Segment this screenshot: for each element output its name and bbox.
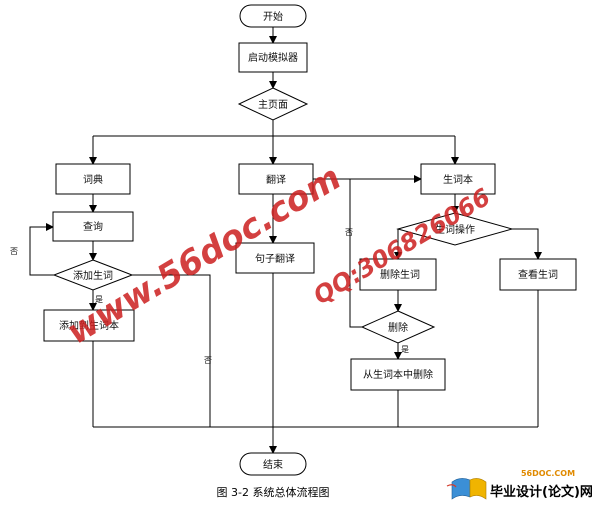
figure-caption: 图 3-2 系统总体流程图 [217,485,330,499]
brand-main-text: 毕业设计(论文)网 [490,484,592,500]
edge-wbop-viewword [512,228,542,260]
label-dict: 词典 [83,173,103,186]
node-query [52,211,134,242]
edge-label-yes-delete: 是 [401,345,409,354]
node-start [239,4,307,28]
node-dict [55,163,131,195]
node-wb-op [396,212,514,246]
node-launch [238,42,308,73]
label-home: 主页面 [258,99,288,111]
label-add-to-wb: 添加到生词本 [59,319,119,332]
node-delete [360,310,436,344]
node-add-to-wb [43,309,135,342]
label-translate: 翻译 [266,174,286,186]
node-del-word [359,258,437,291]
node-view-word [499,258,577,291]
label-add-word: 添加生词 [73,269,113,282]
nodes [43,4,577,476]
node-end [239,452,307,476]
node-labels: 开始 启动模拟器 主页面 词典 翻译 生词本 查询 句子翻译 生词操作 添加生词… [59,10,558,471]
edge-label-no-delete-loop: 否 [345,228,353,237]
watermark-qq: QQ:306826066 [309,183,495,310]
node-home [237,87,309,121]
label-query: 查询 [83,220,103,233]
label-end: 结束 [263,458,283,471]
label-start: 开始 [263,10,283,23]
brand-small-text: 56DOC.COM [521,469,575,478]
label-remove-from-wb: 从生词本中删除 [363,368,433,381]
connectors [29,27,542,454]
label-view-word: 查看生词 [518,268,558,281]
node-wordbook [420,163,496,195]
label-wb-op: 生词操作 [435,223,475,236]
edge-addword-no-loop [29,223,54,276]
node-translate [238,163,314,195]
label-launch: 启动模拟器 [248,51,298,64]
node-add-word [52,259,134,291]
node-remove-from-wb [350,358,446,391]
label-del-word: 删除生词 [380,268,420,281]
edge-label-no-addword-right: 否 [204,356,212,365]
label-wordbook: 生词本 [443,173,473,186]
node-sentence [235,242,315,274]
book-icon [446,478,487,500]
edge-delete-no-loop [349,179,362,328]
edge-label-yes-addword: 是 [95,295,103,304]
edge-addword-no-right [132,274,211,427]
edge-label-no-addword-loop: 否 [10,247,18,256]
label-delete: 删除 [388,321,408,334]
brand-logo: 56DOC.COM 毕业设计(论文)网 [446,469,592,500]
label-sentence: 句子翻译 [255,252,295,265]
edge-labels: 否 是 否 否 是 [10,228,409,365]
